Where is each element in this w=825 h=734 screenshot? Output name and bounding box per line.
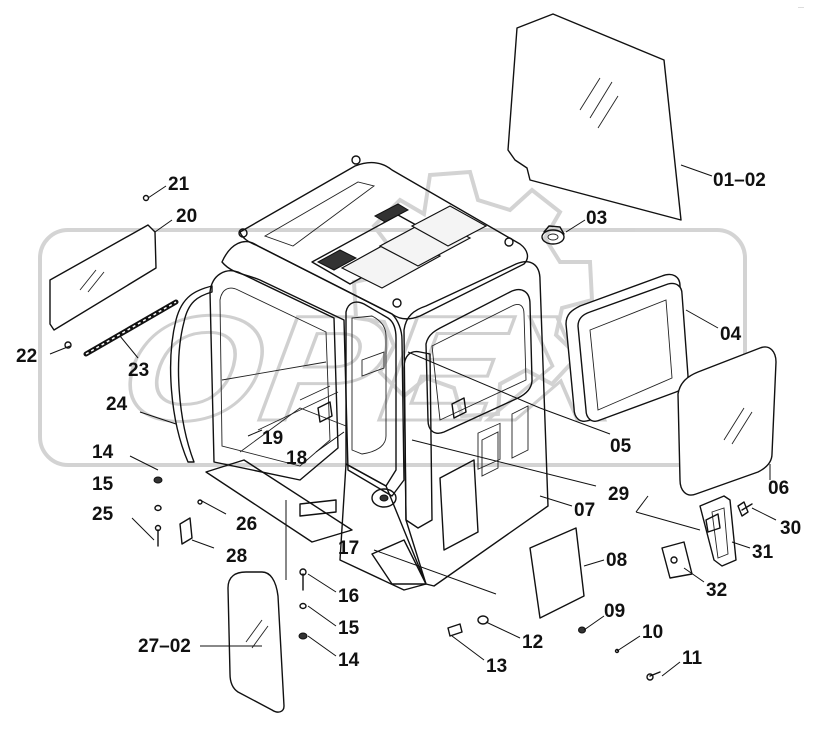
label-08: 08 [606, 550, 627, 571]
part-rear-glass [507, 13, 682, 221]
part-06-glass [677, 346, 777, 496]
part-04-window [565, 273, 689, 422]
part-03-knob [541, 225, 565, 245]
label-26: 26 [236, 514, 257, 535]
label-10: 10 [642, 622, 663, 643]
label-31: 31 [752, 542, 774, 563]
part-27-02-door-glass [227, 571, 285, 713]
label-13: 13 [486, 656, 507, 677]
label-15-left: 15 [92, 474, 114, 495]
corner-mark: ··· [798, 5, 804, 11]
label-11: 11 [682, 648, 703, 669]
label-22: 22 [16, 346, 37, 367]
watermark-text: OPEX [111, 285, 645, 452]
part-24-seal [169, 285, 213, 463]
label-24: 24 [106, 394, 128, 415]
label-27-02: 27–02 [138, 636, 191, 657]
part-26-plate [205, 459, 353, 543]
part-22-dot [64, 341, 72, 349]
label-16: 16 [338, 586, 359, 607]
callouts: 01–02 03 04 05 06 07 08 09 10 11 12 13 1… [16, 170, 801, 677]
label-15-right: 15 [338, 618, 360, 639]
hardware-bottom [197, 499, 661, 681]
label-06: 06 [768, 478, 789, 499]
label-07: 07 [574, 500, 595, 521]
hardware-mid-stack [298, 568, 308, 640]
part-30-32-latch [661, 495, 753, 579]
label-25: 25 [92, 504, 114, 525]
label-17: 17 [338, 538, 359, 559]
label-29: 29 [608, 484, 629, 505]
label-03: 03 [586, 208, 607, 229]
part-28-block [179, 517, 193, 545]
watermark-band [38, 228, 747, 467]
label-18: 18 [286, 448, 307, 469]
label-32: 32 [706, 580, 727, 601]
part-23-strip [83, 299, 179, 357]
part-08-panel [529, 527, 585, 619]
label-23: 23 [128, 360, 149, 381]
label-14-right: 14 [338, 650, 360, 671]
label-30: 30 [780, 518, 801, 539]
label-09: 09 [604, 601, 625, 622]
label-21: 21 [168, 174, 190, 195]
part-20-side-glass [49, 224, 157, 331]
label-20: 20 [176, 206, 197, 227]
label-14-left: 14 [92, 442, 114, 463]
part-21-dot [142, 194, 150, 202]
hardware-left-stack [153, 476, 163, 547]
leader-lines [49, 164, 777, 677]
label-04: 04 [720, 324, 742, 345]
label-12: 12 [522, 632, 543, 653]
label-01-02: 01–02 [713, 170, 766, 191]
cab-body [209, 155, 549, 591]
label-05: 05 [610, 436, 632, 457]
label-19: 19 [262, 428, 283, 449]
label-28: 28 [226, 546, 247, 567]
